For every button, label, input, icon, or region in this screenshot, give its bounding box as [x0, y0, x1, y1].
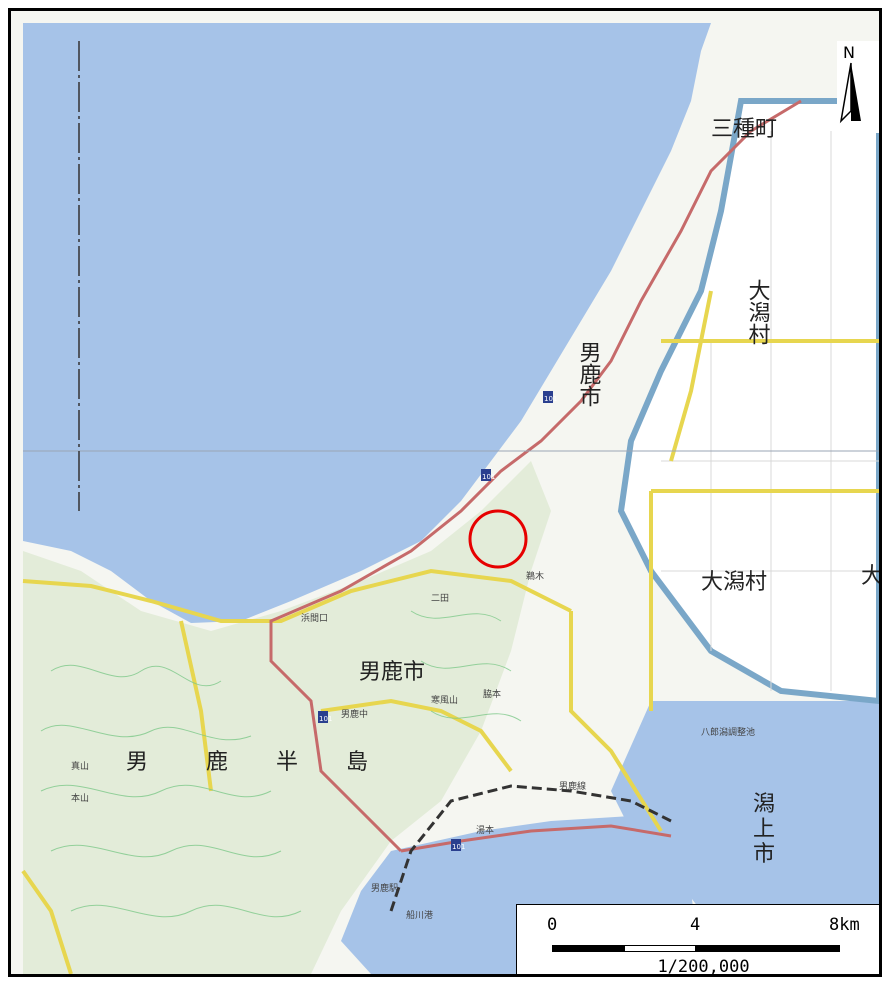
label-funakawa-port: 船川港 — [406, 909, 433, 921]
label-katagami-2: 上 — [753, 817, 775, 842]
reclaimed-land — [617, 98, 879, 705]
svg-text:101: 101 — [319, 715, 332, 723]
label-hachirogata: 八郎潟調整池 — [701, 726, 755, 738]
map-frame: 三種町 大潟村 男鹿市 大潟村 大潟 男鹿市 男 鹿 半 島 潟 上 市 鵜木 … — [8, 8, 882, 977]
scale-tick-4: 4 — [690, 915, 701, 935]
sea-area — [23, 23, 711, 623]
north-arrow-icon — [839, 62, 861, 124]
label-shinzan: 真山 — [71, 760, 89, 772]
railway-oga-line — [389, 784, 672, 912]
label-katagami-1: 潟 — [753, 792, 775, 817]
scale-ratio: 1/200,000 — [657, 957, 750, 977]
label-peninsula-4: 島 — [346, 750, 368, 775]
svg-text:101: 101 — [452, 843, 465, 851]
route-shield: 101 — [318, 711, 332, 723]
scale-segment-1 — [552, 945, 624, 952]
label-oga-line: 男鹿線 — [559, 780, 586, 792]
peninsula-vegetation — [23, 461, 551, 974]
location-marker-circle[interactable] — [468, 509, 528, 569]
label-ogata-village-center: 大潟村 — [701, 570, 767, 595]
svg-text:101: 101 — [544, 395, 557, 403]
route-shield: 101 — [451, 839, 465, 851]
scale-tick-8: 8km — [829, 915, 860, 935]
label-oga-station: 男鹿駅 — [371, 882, 398, 894]
north-arrow: N — [837, 41, 879, 133]
label-hamaguchi: 浜間口 — [301, 613, 328, 624]
topographic-map[interactable]: 三種町 大潟村 男鹿市 大潟村 大潟 男鹿市 男 鹿 半 島 潟 上 市 鵜木 … — [11, 11, 879, 974]
label-honzan: 本山 — [71, 792, 89, 804]
scale-tick-0: 0 — [547, 915, 558, 935]
route-shield: 101 — [543, 391, 557, 403]
label-peninsula-2: 鹿 — [206, 750, 228, 775]
label-ogaiki: 男鹿中 — [341, 708, 368, 720]
route-shield: 101 — [481, 469, 495, 481]
label-ogata-village-east: 大潟 — [861, 564, 879, 589]
label-oga-city-north: 男鹿市 — [576, 341, 602, 407]
label-tamae: 湯本 — [476, 824, 494, 836]
label-kamoaosa: 鵜木 — [526, 570, 544, 582]
label-ogata-village-north: 大潟村 — [745, 279, 771, 345]
scale-segment-3 — [696, 945, 840, 952]
scale-segment-2 — [624, 945, 696, 952]
svg-text:101: 101 — [482, 473, 495, 481]
north-label: N — [843, 43, 855, 62]
label-oga-city-center: 男鹿市 — [359, 660, 425, 685]
national-roads — [269, 99, 802, 853]
label-futada: 二田 — [431, 593, 449, 604]
prefectural-roads — [21, 290, 879, 974]
contour-lines — [40, 610, 522, 918]
label-peninsula-1: 男 — [126, 750, 148, 775]
label-sanshu-town: 三種町 — [711, 117, 777, 142]
label-katagami-3: 市 — [753, 842, 775, 867]
label-kanpuzan: 寒風山 — [431, 694, 458, 706]
label-peninsula-3: 半 — [276, 750, 298, 775]
label-wakimoto: 脇本 — [483, 688, 501, 700]
scale-bar: 0 4 8km 1/200,000 — [516, 904, 879, 977]
